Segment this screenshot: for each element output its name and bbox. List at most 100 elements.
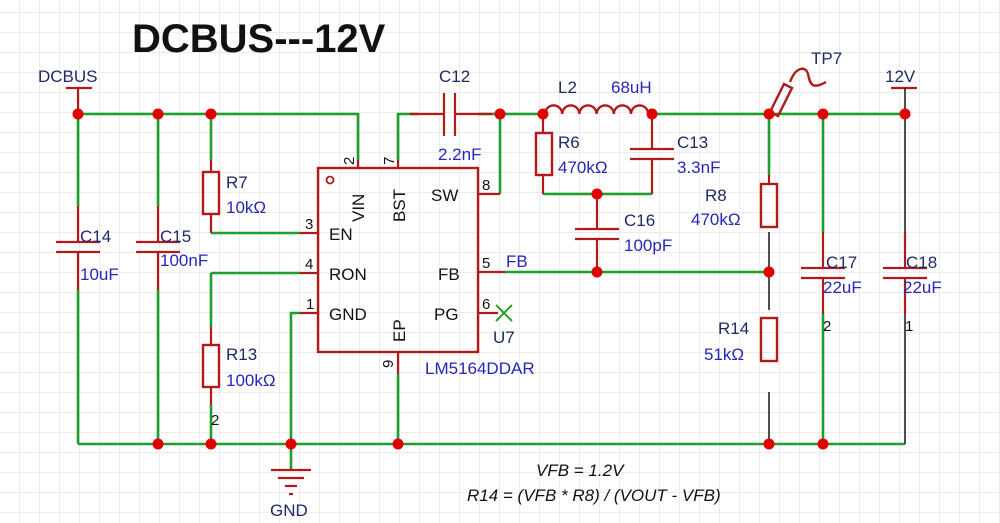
r8-ref: R8: [705, 186, 727, 205]
r7-ref: R7: [226, 173, 248, 192]
resistor-r7[interactable]: R7 10kΩ: [201, 160, 266, 233]
wires: [76, 112, 906, 446]
ic-ref: U7: [493, 328, 515, 347]
junction-dot: [285, 438, 297, 450]
pin-bst-name: BST: [390, 189, 409, 222]
c12-value: 2.2nF: [438, 145, 481, 164]
junction-dot: [763, 266, 775, 278]
junction-dot: [205, 108, 217, 120]
note-vfb: VFB = 1.2V: [536, 461, 625, 480]
net-gnd-label: GND: [270, 501, 308, 520]
junction-dot: [537, 108, 549, 120]
junction-dot: [763, 108, 775, 120]
c17-pin: 2: [823, 318, 831, 335]
r14-value: 51kΩ: [704, 345, 744, 364]
r8-value: 470kΩ: [691, 210, 741, 229]
pin-vin-num: 2: [341, 157, 358, 165]
note-r14-formula: R14 = (VFB * R8) / (VOUT - VFB): [467, 486, 721, 505]
r7-value: 10kΩ: [226, 198, 266, 217]
wire-gnd-pin: [289, 311, 300, 444]
net-dcbus-label: DCBUS: [38, 67, 98, 86]
c17-value: 22uF: [823, 278, 862, 297]
pin-en-num: 3: [305, 216, 313, 233]
junctions: [72, 108, 911, 450]
resistor-r6[interactable]: R6 470kΩ: [534, 114, 608, 194]
pin-en-name: EN: [329, 225, 353, 244]
c17-ref: C17: [826, 253, 857, 272]
r13-ref: R13: [226, 345, 257, 364]
capacitor-c16[interactable]: C16 100pF: [575, 194, 672, 272]
c16-value: 100pF: [624, 236, 672, 255]
capacitor-c17[interactable]: C17 22uF 2: [801, 232, 862, 335]
junction-dot: [763, 438, 775, 450]
pin-gnd-name: GND: [329, 305, 367, 324]
junction-dot: [899, 108, 911, 120]
junction-dot: [817, 438, 829, 450]
c12-ref: C12: [439, 67, 470, 86]
pin-fb-num: 5: [482, 255, 490, 272]
l2-ref: L2: [558, 78, 577, 97]
pin1-marker: [325, 175, 335, 185]
c18-ref: C18: [906, 253, 937, 272]
net-gnd: GND: [270, 444, 311, 520]
junction-dot: [817, 108, 829, 120]
capacitor-c15[interactable]: C15 100nF: [136, 206, 208, 290]
junction-dot: [152, 108, 164, 120]
testpoint-tp7: TP7: [768, 49, 842, 118]
ic-part-number: LM5164DDAR: [425, 359, 535, 378]
c15-ref: C15: [160, 227, 191, 246]
pin-ep-name: EP: [390, 319, 409, 342]
schematic-title: DCBUS---12V: [132, 17, 386, 61]
c18-pin: 1: [905, 318, 913, 335]
r6-ref: R6: [558, 133, 580, 152]
inductor-l2[interactable]: L2 68uH: [543, 78, 652, 115]
ic-u7[interactable]: VIN BST SW EN RON GND FB PG EP 2 7 8 3 4…: [300, 157, 535, 378]
resistor-r14[interactable]: R14 51kΩ: [704, 316, 779, 364]
pin-ep-num: 9: [380, 360, 397, 368]
c14-ref: C14: [80, 227, 111, 246]
pin-ron-num: 4: [305, 256, 313, 273]
junction-dot: [152, 438, 164, 450]
junction-dot: [591, 266, 603, 278]
r13-value: 100kΩ: [226, 371, 276, 390]
net-fb-label: FB: [506, 252, 528, 271]
pin-sw-num: 8: [482, 177, 490, 194]
wire-dcbus-rail: [78, 112, 360, 160]
net-dcbus: DCBUS: [38, 67, 98, 114]
pin-pg-name: PG: [434, 305, 459, 324]
junction-dot: [205, 438, 217, 450]
junction-dot: [72, 108, 84, 120]
capacitor-c13[interactable]: C13 3.3nF: [630, 114, 720, 194]
net-12v-label: 12V: [885, 67, 916, 86]
resistor-r8[interactable]: R8 470kΩ: [691, 175, 779, 229]
l2-value: 68uH: [611, 78, 652, 97]
junction-dot: [494, 108, 506, 120]
no-connect-icon: [495, 304, 513, 322]
c14-value: 10uF: [80, 265, 119, 284]
c15-value: 100nF: [160, 251, 208, 270]
pin-vin-name: VIN: [349, 194, 368, 222]
c18-value: 22uF: [903, 278, 942, 297]
capacitor-c14[interactable]: C14 10uF: [56, 206, 119, 290]
testpoint-label: TP7: [811, 49, 842, 68]
resistor-r13[interactable]: R13 100kΩ 2: [201, 327, 276, 429]
r14-ref: R14: [718, 319, 749, 338]
wire-ron: [209, 271, 300, 327]
junction-dot: [591, 188, 603, 200]
pin-sw-name: SW: [431, 186, 458, 205]
capacitor-c18[interactable]: C18 22uF 1: [883, 232, 942, 335]
wire-bst: [396, 112, 418, 160]
capacitor-c12[interactable]: C12 2.2nF: [410, 67, 492, 164]
c13-ref: C13: [677, 133, 708, 152]
pin-pg-num: 6: [482, 296, 490, 313]
r13-pin: 2: [211, 412, 219, 429]
c16-ref: C16: [624, 211, 655, 230]
pin-ron-name: RON: [329, 265, 367, 284]
junction-dot: [646, 108, 658, 120]
pin-fb-name: FB: [438, 265, 460, 284]
junction-dot: [392, 438, 404, 450]
net-12v: 12V: [885, 67, 917, 114]
pin-gnd-num: 1: [306, 296, 314, 313]
